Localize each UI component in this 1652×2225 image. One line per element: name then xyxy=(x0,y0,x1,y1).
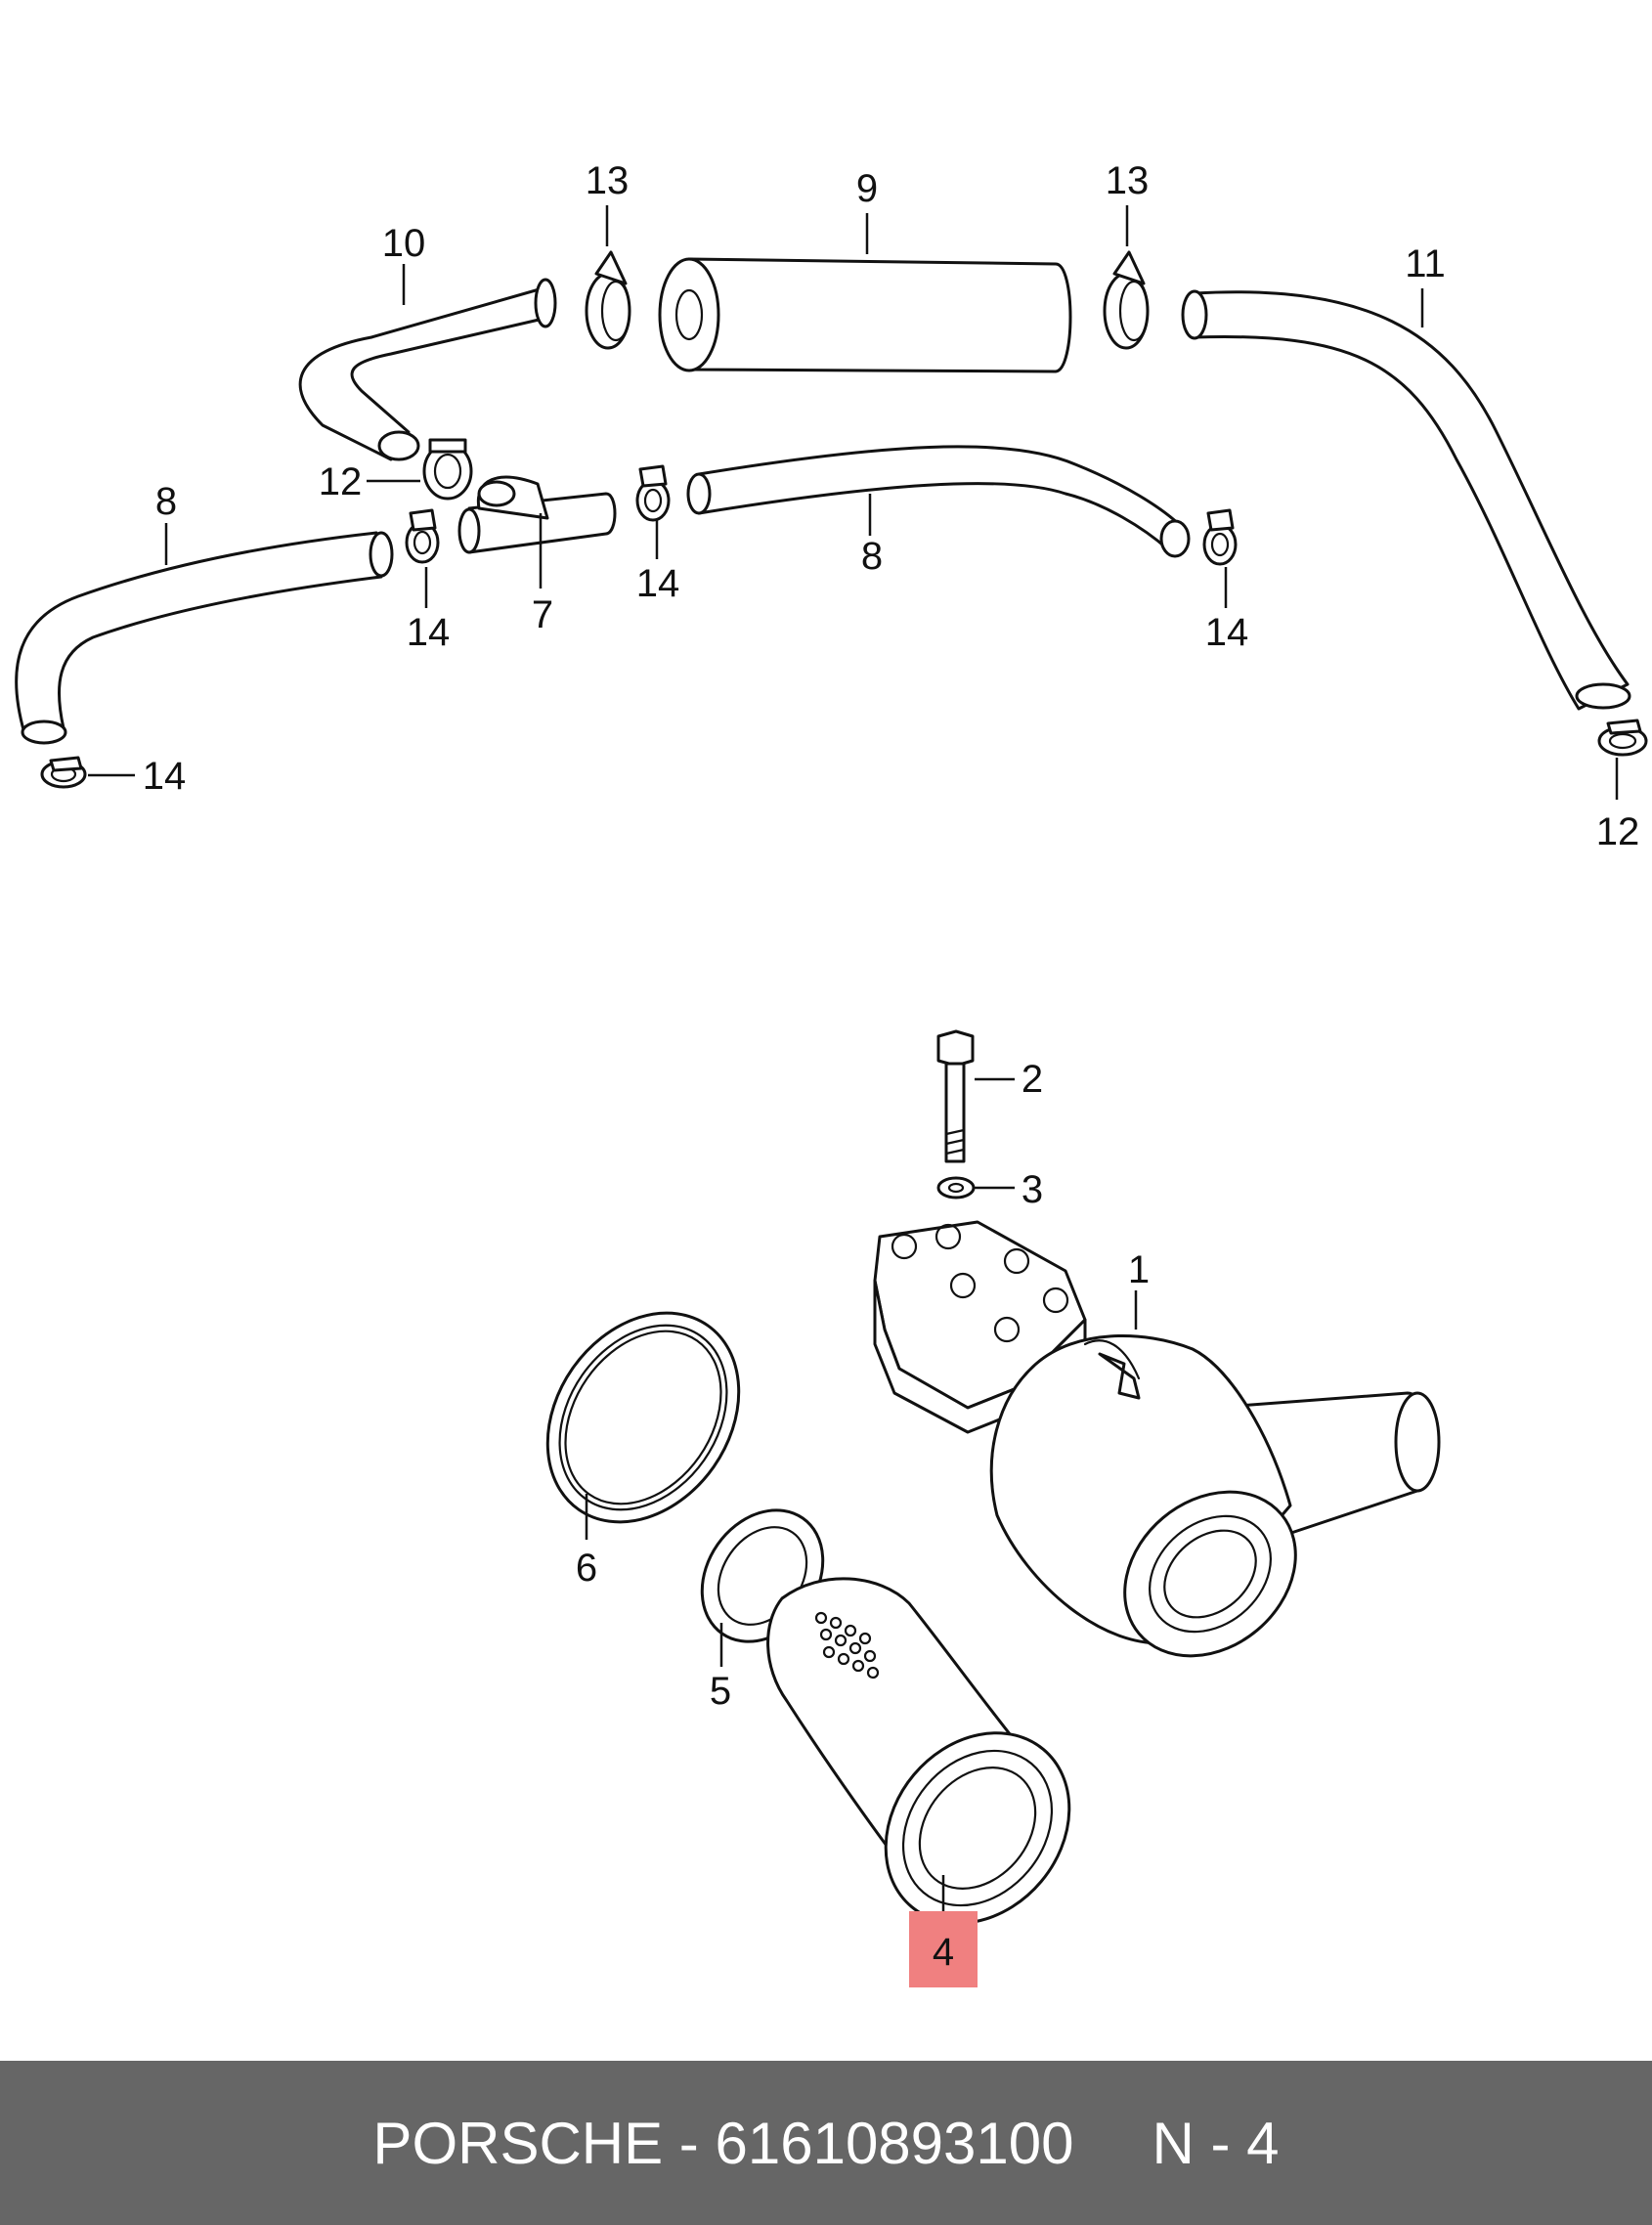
clamp-13-right xyxy=(1103,250,1150,350)
clamp-13-left xyxy=(585,250,631,350)
footer-ref-text: N - 4 xyxy=(1152,2110,1280,2176)
clamp-14-b xyxy=(635,464,671,522)
callout-1: 1 xyxy=(1128,1248,1150,1291)
filter-element-4 xyxy=(766,1577,1071,1925)
callout-11: 11 xyxy=(1405,242,1446,285)
callout-14-b: 14 xyxy=(636,562,680,605)
washer-3 xyxy=(936,1176,976,1200)
bolt-2 xyxy=(936,1029,975,1163)
clamp-14-a xyxy=(405,508,440,564)
leader-lines xyxy=(88,205,1619,1911)
callout-7: 7 xyxy=(532,593,553,636)
callout-12-left: 12 xyxy=(319,460,363,503)
callout-5: 5 xyxy=(710,1670,731,1713)
callout-3: 3 xyxy=(1022,1168,1043,1211)
callout-4: 4 xyxy=(933,1931,954,1974)
hose-9 xyxy=(658,257,1072,373)
callout-2: 2 xyxy=(1022,1058,1043,1101)
clamp-14-c xyxy=(1202,508,1238,566)
callout-10: 10 xyxy=(382,222,426,265)
callout-8-middle: 8 xyxy=(861,535,883,578)
hose-10 xyxy=(298,278,557,461)
footer-part-text: PORSCHE - 61610893100 xyxy=(372,2110,1074,2176)
hose-8-left xyxy=(15,531,394,745)
callout-14-d: 14 xyxy=(143,755,187,798)
filter-perforation-dots xyxy=(814,1611,880,1680)
callout-13-right: 13 xyxy=(1106,159,1150,202)
callout-9: 9 xyxy=(856,167,878,210)
part-number-footer: PORSCHE - 61610893100 N - 4 xyxy=(0,2061,1652,2225)
tee-connector-7 xyxy=(457,475,617,554)
hose-8-middle xyxy=(686,445,1191,558)
callout-14-c: 14 xyxy=(1205,611,1249,654)
highlight-box-4 xyxy=(909,1911,978,1987)
clamp-12-left xyxy=(422,438,473,501)
clamp-12-right xyxy=(1597,719,1648,757)
hose-11 xyxy=(1181,289,1631,711)
callout-6: 6 xyxy=(576,1547,597,1590)
seal-ring-6 xyxy=(545,1311,741,1524)
callout-8-left: 8 xyxy=(155,480,177,523)
callout-14-a: 14 xyxy=(407,611,451,654)
callout-12-right: 12 xyxy=(1596,810,1640,853)
parts-diagram: 10 13 9 13 11 12 8 7 14 14 8 14 14 12 2 … xyxy=(15,159,1648,1987)
clamp-14-d xyxy=(40,756,87,789)
callout-13-left: 13 xyxy=(586,159,630,202)
air-filter-housing-1 xyxy=(873,1220,1441,1658)
